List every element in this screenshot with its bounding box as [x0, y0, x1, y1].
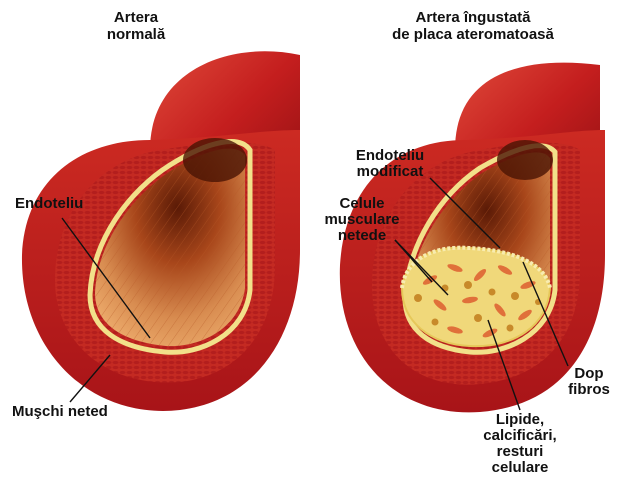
title-narrowed-line2: de placa ateromatoasă: [358, 26, 588, 43]
label-celule-line2: musculare: [322, 212, 402, 228]
label-lipide-line4: celulare: [470, 460, 570, 476]
label-dop-fibros: Dop fibros: [563, 366, 615, 398]
plaque-lipid-deposit: [414, 294, 422, 302]
title-normal-line1: Artera: [96, 9, 176, 26]
label-dop-fibros-line1: Dop: [563, 366, 615, 382]
title-narrowed-artery: Artera îngustată de placa ateromatoasă: [358, 9, 588, 43]
title-normal-line2: normală: [96, 26, 176, 43]
label-lipide-calcificari: Lipide, calcificări, resturi celulare: [470, 412, 570, 476]
label-endoteliu-modificat-line1: Endoteliu: [345, 148, 435, 164]
label-celule-musculare-netede: Celule musculare netede: [322, 196, 402, 244]
normal-artery: [22, 51, 300, 411]
plaque-lipid-deposit: [507, 325, 514, 332]
plaque-lipid-deposit: [474, 314, 482, 322]
title-normal-artery: Artera normală: [96, 9, 176, 43]
label-muschi-neted: Muşchi neted: [12, 404, 108, 420]
plaque-lipid-deposit: [511, 292, 519, 300]
label-celule-line1: Celule: [322, 196, 402, 212]
plaque-lipid-deposit: [464, 281, 472, 289]
label-celule-line3: netede: [322, 228, 402, 244]
label-lipide-line2: calcificări,: [470, 428, 570, 444]
title-narrowed-line1: Artera îngustată: [358, 9, 588, 26]
label-lipide-line1: Lipide,: [470, 412, 570, 428]
label-endoteliu: Endoteliu: [15, 196, 83, 212]
atheromatous-plaque: [402, 248, 550, 346]
plaque-lipid-deposit: [432, 319, 439, 326]
plaque-lipid-deposit: [489, 289, 496, 296]
narrowed-artery-opening: [497, 140, 553, 180]
label-endoteliu-modificat-line2: modificat: [345, 164, 435, 180]
normal-artery-opening: [183, 138, 247, 182]
plaque-lipid-deposit: [442, 285, 449, 292]
label-lipide-line3: resturi: [470, 444, 570, 460]
label-dop-fibros-line2: fibros: [563, 382, 615, 398]
label-endoteliu-modificat: Endoteliu modificat: [345, 148, 435, 180]
